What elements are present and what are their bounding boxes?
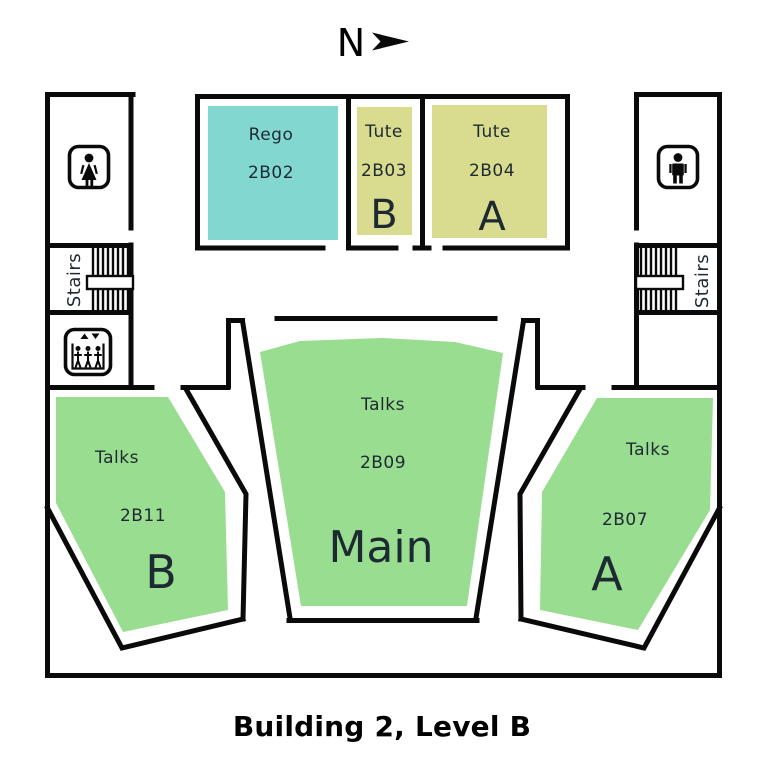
room-talks-a-label: Talks 2B07 A — [591, 440, 670, 601]
room-tute-a-type: Tute — [472, 122, 511, 142]
building-walls — [44, 92, 723, 678]
womens-restroom-icon — [67, 144, 111, 190]
mens-restroom-icon — [656, 144, 700, 190]
room-rego-label: Rego 2B02 — [248, 125, 294, 183]
top-rooms-outline — [195, 94, 570, 251]
stairs-right — [634, 248, 685, 310]
stairs-right-label: Stairs — [692, 254, 713, 308]
left-column-dividers — [45, 243, 134, 315]
elevator-down-arrow-icon — [91, 333, 100, 339]
elevator-up-arrow-icon — [80, 333, 89, 339]
top-rooms-dividers — [346, 94, 425, 251]
stairs-left-landing — [85, 274, 135, 291]
room-talks-main-label: Talks 2B09 Main — [328, 395, 433, 573]
elevator-icon — [63, 327, 113, 377]
room-talks-a-type: Talks — [625, 440, 670, 460]
room-rego-area — [208, 106, 338, 240]
room-tute-b-label: Tute 2B03 B — [361, 122, 407, 238]
north-arrow-icon — [372, 32, 409, 51]
room-talks-b-area — [56, 397, 228, 632]
room-talks-b-type: Talks — [94, 448, 139, 468]
main-hall-right-wall — [473, 318, 540, 621]
stairs-right-landing — [634, 274, 685, 291]
main-hall-left-wall — [226, 318, 293, 621]
page-title: Building 2, Level B — [233, 710, 531, 743]
room-tute-a-letter: A — [478, 194, 506, 240]
room-talks-b-code: 2B11 — [120, 506, 166, 526]
room-rego-type: Rego — [249, 125, 294, 145]
outer-wall — [45, 92, 722, 678]
room-talks-a-code: 2B07 — [602, 510, 648, 530]
stairs-left — [85, 248, 135, 310]
talks-a-walls — [517, 385, 723, 651]
north-indicator: N — [337, 21, 409, 65]
room-tute-b-area — [357, 107, 412, 235]
room-tute-b-letter: B — [370, 192, 397, 238]
north-label: N — [337, 21, 365, 65]
room-labels: Rego 2B02 Tute 2B03 B Tute 2B04 A Talks … — [64, 122, 713, 601]
room-talks-main-type: Talks — [360, 395, 405, 415]
right-column-dividers — [634, 243, 722, 315]
room-talks-main-letter: Main — [328, 522, 433, 573]
room-talks-a-letter: A — [591, 547, 623, 601]
room-talks-b-label: Talks 2B11 B — [94, 448, 177, 599]
room-tute-b-code: 2B03 — [361, 161, 407, 181]
room-tute-a-area — [432, 105, 547, 238]
talks-b-walls — [44, 385, 249, 651]
room-talks-b-letter: B — [145, 545, 177, 599]
room-talks-main-code: 2B09 — [360, 453, 406, 473]
room-talks-a-area — [540, 398, 713, 630]
room-fills — [56, 105, 713, 632]
stairs-left-label: Stairs — [64, 253, 85, 307]
room-tute-b-type: Tute — [364, 122, 403, 142]
room-talks-main-area — [260, 338, 503, 606]
room-tute-a-label: Tute 2B04 A — [469, 122, 515, 240]
room-rego-code: 2B02 — [248, 163, 294, 183]
room-tute-a-code: 2B04 — [469, 161, 515, 181]
